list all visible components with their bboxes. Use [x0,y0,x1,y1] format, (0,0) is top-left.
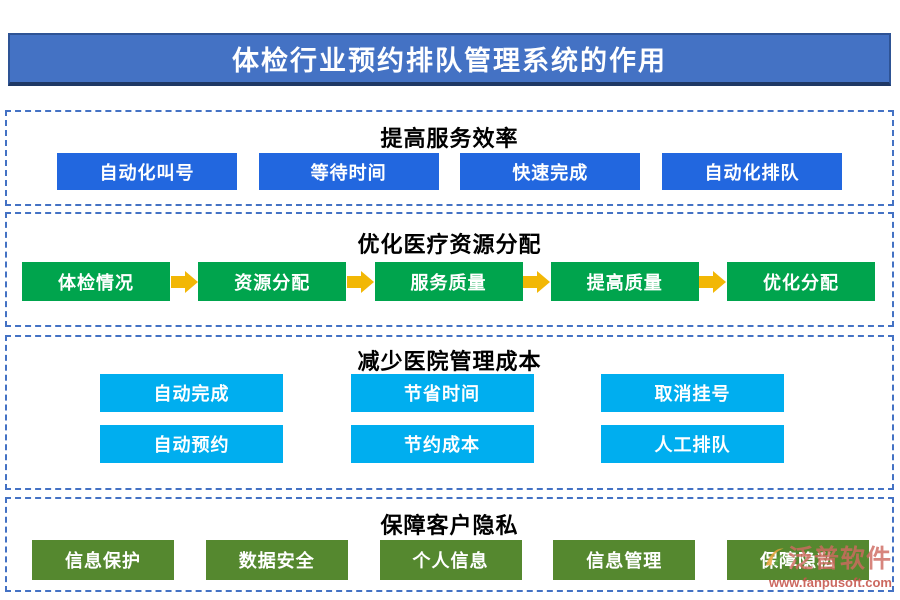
page-title-bar: 体检行业预约排队管理系统的作用 [8,33,891,86]
node-grid: 自动完成 节省时间 取消挂号 自动预约 节约成本 人工排队 [100,374,784,476]
brand-watermark-text: 泛普软件 [787,545,892,573]
section-title: 减少医院管理成本 [357,349,542,374]
node-row: 自动化叫号 等待时间 快速完成 自动化排队 [57,153,842,190]
node-service-quality: 服务质量 [374,262,523,301]
node-wait-time: 等待时间 [258,153,439,190]
section-title: 优化医疗资源分配 [357,232,542,257]
node-checkup-status: 体检情况 [22,262,170,301]
flow-row: 体检情况 资源分配 服务质量 提高质量 优化分配 [22,262,875,301]
section-service-efficiency: 提高服务效率 自动化叫号 等待时间 快速完成 自动化排队 [5,110,894,206]
node-auto-queuing: 自动化排队 [661,153,842,190]
node-info-management: 信息管理 [553,540,696,580]
section-cost-reduction: 减少医院管理成本 泛普软件 自动完成 节省时间 取消挂号 自动预约 节约成本 人… [5,335,894,490]
arrow-right-icon [523,270,551,293]
node-personal-info: 个人信息 [379,540,522,580]
arrow-right-icon [346,270,374,293]
node-save-time: 节省时间 [350,374,534,412]
node-auto-complete: 自动完成 [100,374,283,412]
fanpu-logo-icon [765,548,784,566]
node-cost-saving: 节约成本 [350,425,534,463]
section-title: 保障客户隐私 [380,513,519,538]
node-privacy-guarantee: 保障隐私 [727,540,869,580]
node-cancel-registration: 取消挂号 [601,374,784,412]
section-resource-allocation: 优化医疗资源分配 体检情况 资源分配 服务质量 提高质量 优化分配 [5,212,894,327]
brand-watermark-row: 泛普软件 [762,539,892,575]
node-data-security: 数据安全 [205,540,348,580]
section-privacy-protection: 保障客户隐私 信息保护 数据安全 个人信息 信息管理 保障隐私 [5,497,894,592]
node-optimized-allocation: 优化分配 [727,262,875,301]
arrow-right-icon [699,270,727,293]
node-auto-booking: 自动预约 [100,425,283,463]
node-row: 信息保护 数据安全 个人信息 信息管理 保障隐私 [32,540,869,580]
node-auto-calling: 自动化叫号 [57,153,237,190]
node-quality-improvement: 提高质量 [550,262,699,301]
page-title: 体检行业预约排队管理系统的作用 [232,46,667,76]
node-manual-queue: 人工排队 [601,425,784,463]
arrow-right-icon [170,270,198,293]
node-fast-completion: 快速完成 [460,153,641,190]
brand-watermark-url: www.fanpusoft.com [768,575,892,590]
brand-watermark: 泛普软件 www.fanpusoft.com [762,539,892,590]
node-resource-allocation: 资源分配 [198,262,347,301]
section-title: 提高服务效率 [380,126,519,151]
node-info-protection: 信息保护 [32,540,174,580]
